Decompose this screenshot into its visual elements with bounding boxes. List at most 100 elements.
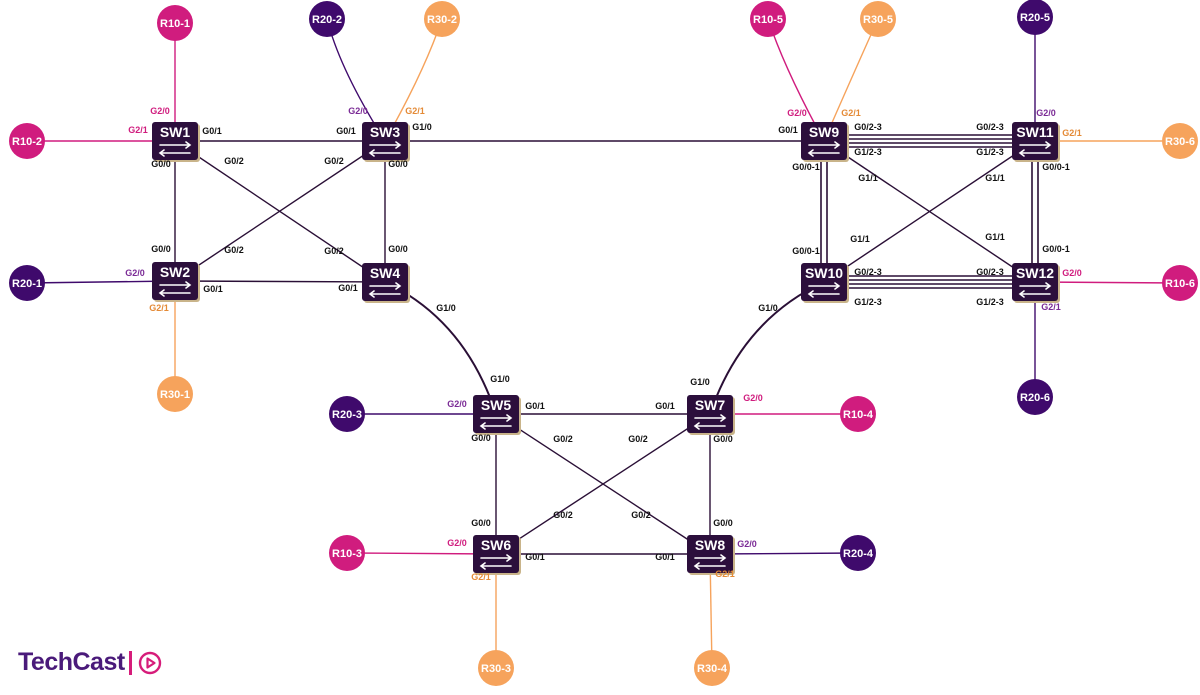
port-label-sw1: G2/0: [150, 106, 170, 116]
router-r30-3[interactable]: R30-3: [478, 650, 514, 686]
router-circle: [1017, 0, 1053, 35]
port-label-sw5: G2/0: [447, 399, 467, 409]
port-label-sw1: G2/1: [128, 125, 148, 135]
port-label-sw11: G2/1: [1062, 128, 1082, 138]
switch-label: SW9: [809, 124, 840, 140]
port-label-sw10: G0/0-1: [792, 246, 820, 256]
port-label-sw8: G0/2: [631, 510, 651, 520]
router-r10-2[interactable]: R10-2: [9, 123, 45, 159]
router-label: R10-3: [332, 548, 362, 560]
port-label-sw12: G1/1: [985, 232, 1005, 242]
router-label: R10-5: [753, 14, 783, 26]
router-r20-3[interactable]: R20-3: [329, 396, 365, 432]
router-r30-6[interactable]: R30-6: [1162, 123, 1198, 159]
switch-sw4[interactable]: SW4: [362, 263, 410, 303]
router-label: R30-1: [160, 389, 190, 401]
router-circle: [840, 396, 876, 432]
switch-arrows-icon: [158, 281, 192, 297]
port-label-sw9: G0/1: [778, 125, 798, 135]
router-r30-1[interactable]: R30-1: [157, 376, 193, 412]
router-r20-5[interactable]: R20-5: [1017, 0, 1053, 35]
switch-label: SW2: [160, 264, 191, 280]
port-label-sw2: G2/1: [149, 303, 169, 313]
port-label-sw7: G2/0: [743, 393, 763, 403]
port-label-sw7: G1/0: [690, 377, 710, 387]
router-r10-3[interactable]: R10-3: [329, 535, 365, 571]
switch-label: SW3: [370, 124, 401, 140]
switch-sw12[interactable]: SW12: [1012, 263, 1060, 303]
router-circle: [9, 123, 45, 159]
switch-sw5[interactable]: SW5: [473, 395, 521, 435]
port-label-sw3: G0/0: [388, 159, 408, 169]
switch-sw2[interactable]: SW2: [152, 262, 200, 302]
switch-sw7[interactable]: SW7: [687, 395, 735, 435]
switch-sw3[interactable]: SW3: [362, 122, 410, 162]
port-label-sw7: G0/2: [628, 434, 648, 444]
port-label-sw1: G0/1: [202, 126, 222, 136]
port-label-sw3: G2/0: [348, 106, 368, 116]
switch-label: SW6: [481, 537, 512, 553]
port-label-sw11: G0/2-3: [976, 122, 1004, 132]
port-label-sw2: G0/0: [151, 244, 171, 254]
port-label-sw5: G0/0: [471, 433, 491, 443]
switch-sw11[interactable]: SW11: [1012, 122, 1060, 162]
router-label: R10-4: [843, 409, 874, 421]
switch-sw6[interactable]: SW6: [473, 535, 521, 575]
port-label-sw9: G0/2-3: [854, 122, 882, 132]
router-label: R20-1: [12, 278, 42, 290]
port-label-sw11: G2/0: [1036, 108, 1056, 118]
router-circle: [694, 650, 730, 686]
switch-label: SW8: [695, 537, 726, 553]
port-label-sw2: G0/2: [224, 245, 244, 255]
switch-arrows-icon: [368, 282, 402, 298]
router-r20-1[interactable]: R20-1: [9, 265, 45, 301]
router-circle: [309, 1, 345, 37]
port-label-sw9: G2/0: [787, 108, 807, 118]
router-r20-2[interactable]: R20-2: [309, 1, 345, 37]
switch-label: SW5: [481, 397, 512, 413]
port-label-sw6: G0/0: [471, 518, 491, 528]
router-r30-5[interactable]: R30-5: [860, 1, 896, 37]
techcast-logo: TechCast: [18, 648, 162, 677]
port-label-sw2: G0/1: [203, 284, 223, 294]
port-label-sw3: G2/1: [405, 106, 425, 116]
switch-arrows-icon: [693, 414, 727, 430]
logo-divider: [128, 650, 132, 675]
port-label-sw9: G1/2-3: [854, 147, 882, 157]
router-r30-2[interactable]: R30-2: [424, 1, 460, 37]
router-r20-6[interactable]: R20-6: [1017, 379, 1053, 415]
router-label: R20-3: [332, 409, 362, 421]
port-label-sw12: G1/2-3: [976, 297, 1004, 307]
router-circle: [1162, 123, 1198, 159]
port-label-sw12: G0/2-3: [976, 267, 1004, 277]
switch-sw10[interactable]: SW10: [801, 263, 849, 303]
router-circle: [1162, 265, 1198, 301]
router-r10-5[interactable]: R10-5: [750, 1, 786, 37]
port-label-sw5: G1/0: [490, 374, 510, 384]
router-r30-4[interactable]: R30-4: [694, 650, 730, 686]
port-label-sw1: G0/0: [151, 159, 171, 169]
switch-sw1[interactable]: SW1: [152, 122, 200, 162]
port-label-sw6: G0/1: [525, 552, 545, 562]
router-circle: [860, 1, 896, 37]
port-label-sw6: G2/1: [471, 572, 491, 582]
port-label-sw2: G2/0: [125, 268, 145, 278]
router-r10-6[interactable]: R10-6: [1162, 265, 1198, 301]
switch-sw8[interactable]: SW8: [687, 535, 735, 575]
switch-sw9[interactable]: SW9: [801, 122, 849, 162]
port-label-sw10: G1/1: [850, 234, 870, 244]
router-label: R30-5: [863, 14, 893, 26]
port-label-sw10: G1/0: [758, 303, 778, 313]
router-label: R30-3: [481, 663, 511, 675]
router-r10-4[interactable]: R10-4: [840, 396, 876, 432]
router-circle: [478, 650, 514, 686]
router-r20-4[interactable]: R20-4: [840, 535, 876, 571]
router-circle: [329, 535, 365, 571]
router-circle: [157, 5, 193, 41]
switch-arrows-icon: [368, 141, 402, 157]
port-label-sw3: G0/2: [324, 156, 344, 166]
router-r10-1[interactable]: R10-1: [157, 5, 193, 41]
